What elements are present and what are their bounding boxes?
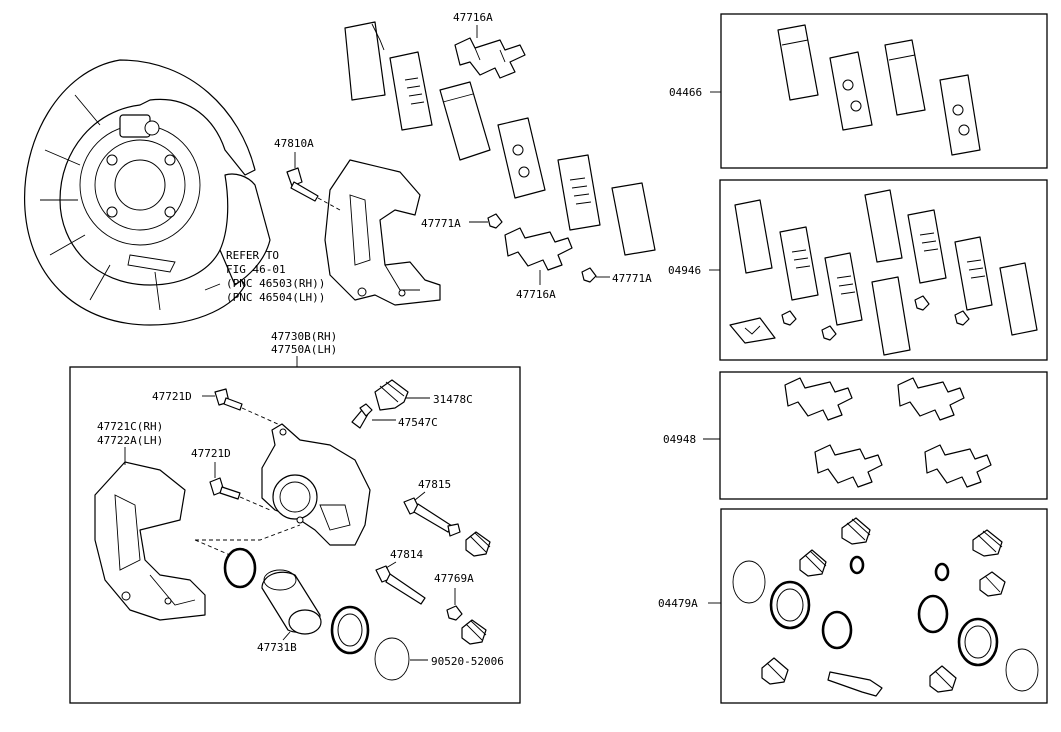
kit-frame-04948[interactable]: [719, 371, 1048, 500]
slide-pin-47815[interactable]: [403, 497, 461, 537]
label-47547C: 47547C: [398, 416, 438, 429]
kit-04466-pads: [777, 24, 981, 156]
label-47721C-rh: 47721C(RH): [97, 420, 163, 433]
snap-ring-90520[interactable]: [374, 637, 410, 681]
pad-clip-left[interactable]: [487, 213, 503, 229]
pin-boot-upper[interactable]: [465, 531, 491, 557]
caliper-bolt-47721D-top[interactable]: [214, 388, 243, 411]
anti-squeal-shim-top[interactable]: [454, 37, 526, 79]
label-47730B-rh: 47730B(RH): [271, 330, 337, 343]
caliper-mounting-bracket-upper[interactable]: [324, 159, 441, 306]
piston-seal-ring[interactable]: [223, 547, 257, 589]
caliper-bolt-47721D-mid[interactable]: [209, 477, 241, 500]
brake-pad-5[interactable]: [557, 154, 601, 231]
cylinder-boot-ring[interactable]: [330, 605, 370, 655]
kit-04479A-seals: [732, 517, 1039, 697]
label-kit-04479A: 04479A: [658, 597, 698, 610]
refer-text-line4: (PNC 46504(LH)): [226, 291, 325, 304]
brake-pad-1[interactable]: [344, 21, 386, 101]
kit-frame-04466[interactable]: [720, 13, 1048, 169]
pad-clip-right[interactable]: [581, 267, 597, 283]
label-47810A: 47810A: [274, 137, 314, 150]
refer-text-line2: FIG 46-01: [226, 263, 286, 276]
bracket-bolt-47810A[interactable]: [286, 167, 319, 202]
label-90520-52006: 90520-52006: [431, 655, 504, 668]
label-47716A-bottom: 47716A: [516, 288, 556, 301]
label-47731B: 47731B: [257, 641, 297, 654]
label-kit-04466: 04466: [669, 86, 702, 99]
brake-pad-6[interactable]: [611, 182, 656, 256]
brake-pad-4[interactable]: [497, 117, 546, 199]
anti-squeal-shim-bottom[interactable]: [504, 227, 573, 271]
bleeder-plug-47547C[interactable]: [351, 403, 373, 429]
label-47750A-lh: 47750A(LH): [271, 343, 337, 356]
label-kit-04946: 04946: [668, 264, 701, 277]
bush-47769A[interactable]: [446, 605, 463, 621]
dust-boot-31478C[interactable]: [374, 379, 409, 411]
label-47721D-mid: 47721D: [191, 447, 231, 460]
label-31478C: 31478C: [433, 393, 473, 406]
kit-04946-pads: [729, 189, 1038, 356]
caliper-assembly-frame: [69, 366, 521, 704]
label-47716A-top: 47716A: [453, 11, 493, 24]
refer-text-line1: REFER TO: [226, 249, 279, 262]
label-47769A: 47769A: [434, 572, 474, 585]
brake-backing-plate[interactable]: [23, 59, 271, 326]
label-47814: 47814: [390, 548, 423, 561]
refer-text-line3: (PNC 46503(RH)): [226, 277, 325, 290]
pin-boot-lower[interactable]: [461, 619, 487, 645]
label-47722A-lh: 47722A(LH): [97, 434, 163, 447]
kit-04948-shims: [784, 377, 992, 488]
label-47771A-right: 47771A: [612, 272, 652, 285]
brake-pad-2[interactable]: [389, 51, 433, 131]
label-kit-04948: 04948: [663, 433, 696, 446]
caliper-bracket-47721C[interactable]: [94, 461, 206, 621]
label-47815: 47815: [418, 478, 451, 491]
piston-47731B[interactable]: [261, 569, 322, 635]
caliper-cylinder-body[interactable]: [261, 423, 371, 546]
label-47771A-left: 47771A: [421, 217, 461, 230]
label-47721D-top: 47721D: [152, 390, 192, 403]
brake-pad-3[interactable]: [439, 81, 491, 161]
kit-frame-04479A[interactable]: [720, 508, 1048, 704]
slide-pin-47814[interactable]: [375, 565, 426, 605]
